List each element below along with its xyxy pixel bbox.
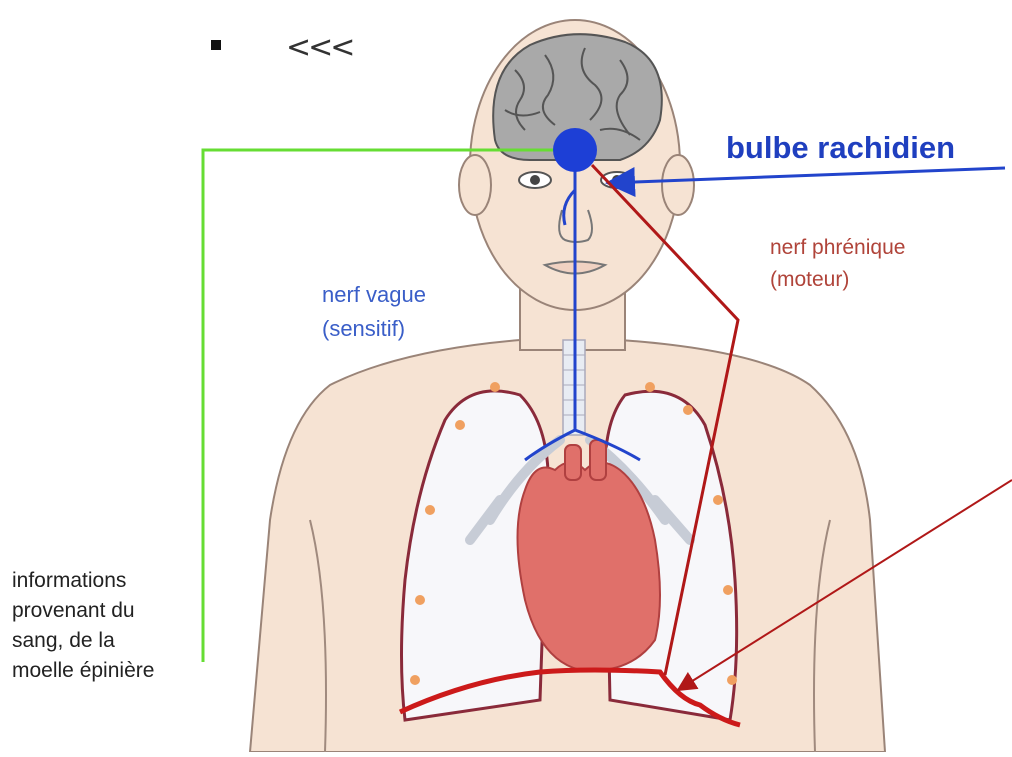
label-informations-line4: moelle épinière [12,656,154,686]
label-nerf-phrenique: nerf phrénique (moteur) [770,232,905,296]
label-nerf-vague: nerf vague (sensitif) [322,278,426,346]
label-informations: informations provenant du sang, de la mo… [12,566,154,686]
label-nerf-vague-line1: nerf vague [322,278,426,312]
bullet-marker [211,40,221,50]
right-ear [662,155,694,215]
back-arrows-link[interactable]: <<< [286,30,352,65]
label-informations-line1: informations [12,566,154,596]
label-informations-line3: sang, de la [12,626,154,656]
label-nerf-phrenique-line2: (moteur) [770,264,905,296]
medulla-marker [553,128,597,172]
left-ear [459,155,491,215]
label-nerf-phrenique-line1: nerf phrénique [770,232,905,264]
label-bulbe-rachidien: bulbe rachidien [726,130,955,166]
label-informations-line2: provenant du [12,596,154,626]
label-nerf-vague-line2: (sensitif) [322,312,426,346]
